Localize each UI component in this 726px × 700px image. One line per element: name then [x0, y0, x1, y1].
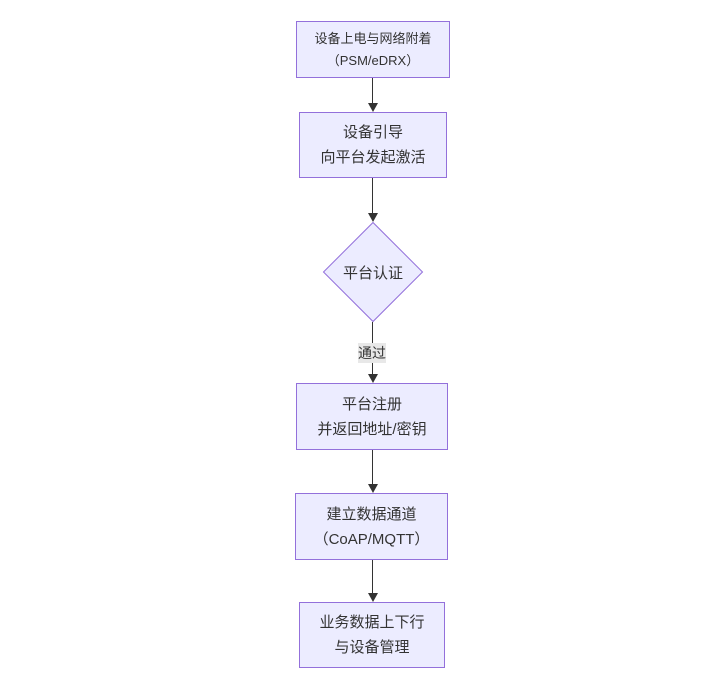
edge-line — [372, 450, 373, 485]
node-bootstrap[interactable]: 设备引导 向平台发起激活 — [299, 112, 447, 178]
edge-line — [372, 560, 373, 594]
node-platform-auth[interactable]: 平台认证 — [322, 221, 424, 323]
arrowhead-icon — [368, 484, 378, 493]
arrowhead-icon — [368, 374, 378, 383]
node-text: 与设备管理 — [334, 639, 410, 656]
node-power-attach[interactable]: 设备上电与网络附着 （PSM/eDRX） — [296, 21, 450, 78]
node-text: 设备引导 — [342, 124, 403, 141]
node-data-channel[interactable]: 建立数据通道 （CoAP/MQTT） — [295, 493, 448, 560]
node-platform-register[interactable]: 平台注册 并返回地址/密钥 — [296, 383, 448, 450]
node-text: 并返回地址/密钥 — [317, 420, 427, 438]
arrowhead-icon — [368, 593, 378, 602]
edge-line — [372, 178, 373, 214]
node-text: 平台认证 — [342, 264, 403, 282]
arrowhead-icon — [368, 103, 378, 112]
edge-line — [372, 78, 373, 104]
node-text: 建立数据通道 — [326, 505, 417, 523]
node-text: （PSM/eDRX） — [326, 52, 420, 68]
node-text: （CoAP/MQTT） — [313, 530, 430, 548]
arrowhead-icon — [368, 213, 378, 222]
node-text: 向平台发起激活 — [320, 149, 426, 166]
node-text: 设备上电与网络附着 — [314, 30, 432, 46]
node-text: 业务数据上下行 — [319, 614, 425, 631]
node-text: 平台注册 — [341, 395, 402, 413]
node-business-data[interactable]: 业务数据上下行 与设备管理 — [299, 602, 445, 668]
edge-label-pass: 通过 — [358, 343, 386, 363]
